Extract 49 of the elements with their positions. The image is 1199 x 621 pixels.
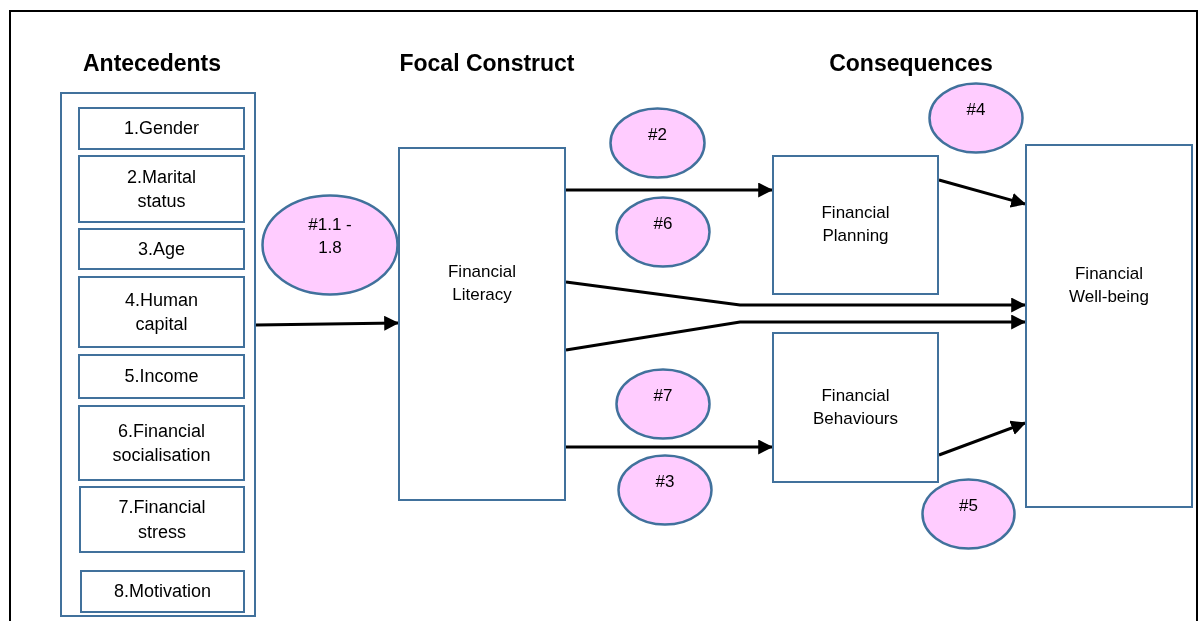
arrow xyxy=(566,439,774,455)
path-number: #4 xyxy=(966,98,986,121)
construct-box xyxy=(772,332,939,483)
construct-box xyxy=(78,155,245,223)
construct-box xyxy=(772,155,939,295)
column-heading: Consequences xyxy=(829,48,993,78)
number-ellipse xyxy=(921,478,1016,550)
construct-box xyxy=(1025,144,1193,508)
number-ellipse xyxy=(609,107,706,179)
construct-label: 4.Human capital xyxy=(123,288,199,336)
construct-label: 7.Financial stress xyxy=(117,496,207,544)
arrow xyxy=(566,182,774,198)
arrow xyxy=(565,314,1027,352)
number-ellipse xyxy=(615,368,711,440)
number-ellipse xyxy=(617,454,713,526)
construct-box xyxy=(80,570,245,613)
construct-box xyxy=(398,147,566,501)
path-number: #7 xyxy=(653,384,673,407)
construct-label: Financial Literacy xyxy=(446,261,517,306)
construct-label: 3.Age xyxy=(136,237,186,261)
number-ellipse xyxy=(928,82,1024,154)
construct-label: 1.Gender xyxy=(122,117,201,141)
column-heading: Focal Construct xyxy=(399,48,575,78)
number-ellipse xyxy=(615,196,711,268)
construct-label: 6.Financial socialisation xyxy=(111,419,212,467)
path-number: #5 xyxy=(959,494,978,517)
arrow xyxy=(938,420,1027,457)
construct-label: 8.Motivation xyxy=(112,580,213,604)
number-ellipse xyxy=(261,194,399,296)
construct-box xyxy=(78,228,245,270)
path-number: #6 xyxy=(653,212,673,235)
construct-label: Financial Planning xyxy=(820,202,891,247)
construct-label: Financial Well-being xyxy=(1068,263,1150,308)
path-number: #2 xyxy=(648,123,667,146)
arrow xyxy=(938,178,1027,208)
group-box xyxy=(60,92,256,617)
construct-label: 2.Marital status xyxy=(126,165,197,213)
construct-label: Financial Behaviours xyxy=(812,384,900,430)
path-number: #3 xyxy=(655,470,675,493)
arrow xyxy=(565,280,1027,313)
construct-label: 5.Income xyxy=(123,365,200,389)
construct-box xyxy=(78,276,245,348)
column-heading: Antecedents xyxy=(83,48,221,78)
path-number: #1.1 - 1.8 xyxy=(307,214,353,259)
construct-box xyxy=(78,107,245,150)
construct-box xyxy=(78,405,245,481)
arrow xyxy=(255,315,400,331)
construct-box xyxy=(78,354,245,399)
construct-box xyxy=(79,486,245,553)
